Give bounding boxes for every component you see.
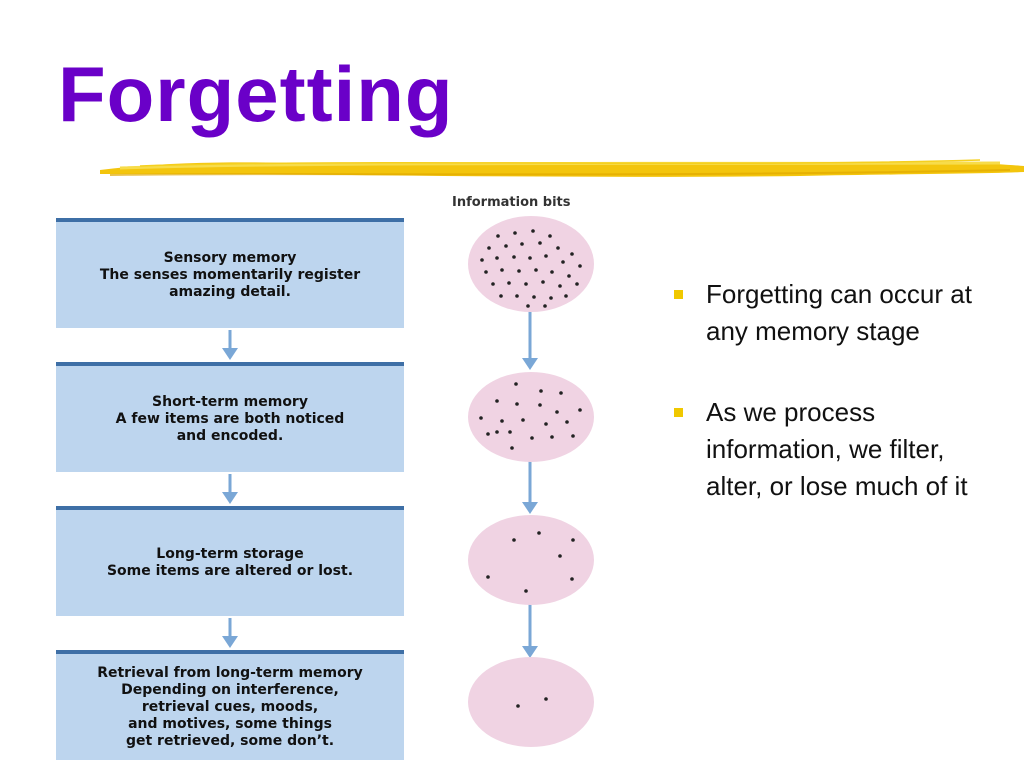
info-circle-4: [468, 657, 594, 747]
circle-arrows: [522, 310, 538, 658]
info-circle-1: [468, 216, 594, 312]
stage-box-long-term-storage: Long-term storage Some items are altered…: [56, 506, 404, 616]
stage-heading: Sensory memory: [163, 249, 297, 266]
info-circle-3: [468, 515, 594, 605]
stage-heading: Long-term storage: [156, 546, 304, 562]
stage-heading: Retrieval from long-term memory: [97, 664, 363, 681]
bullet-list: Forgetting can occur at any memory stage…: [668, 276, 1008, 549]
stage-description-line: amazing detail.: [169, 283, 291, 300]
square-bullet-icon: [674, 290, 683, 299]
stage-box-sensory-memory: Sensory memory The senses momentarily re…: [56, 218, 404, 328]
stage-description-line: retrieval cues, moods,: [141, 698, 319, 715]
bullet-item: Forgetting can occur at any memory stage: [668, 276, 1008, 350]
square-bullet-icon: [674, 408, 683, 417]
stage-description-line: get retrieved, some don’t.: [125, 732, 335, 749]
stage-heading: Short-term memory: [152, 393, 308, 410]
stage-description-line: and motives, some things: [128, 715, 332, 732]
bullet-item: As we process information, we filter, al…: [668, 394, 1008, 505]
stage-description-line: A few items are both noticed: [115, 410, 345, 427]
stage-box-retrieval: Retrieval from long-term memory Dependin…: [56, 650, 404, 760]
stage-description-line: The senses momentarily register: [99, 266, 361, 283]
slide-title: Forgetting: [58, 50, 454, 138]
bullet-text: Forgetting can occur at any memory stage: [706, 279, 972, 346]
stage-box-short-term-memory: Short-term memory A few items are both n…: [56, 362, 404, 472]
stage-description-line: and encoded.: [176, 427, 284, 444]
stage-description-line: Some items are altered or lost.: [106, 563, 354, 579]
bullet-text: As we process information, we filter, al…: [706, 397, 968, 501]
title-underline: [100, 159, 1024, 177]
info-circle-2: [468, 372, 594, 462]
stage-description-line: Depending on interference,: [121, 681, 339, 698]
box-arrows: [222, 330, 238, 648]
information-bits-label: Information bits: [452, 195, 571, 210]
